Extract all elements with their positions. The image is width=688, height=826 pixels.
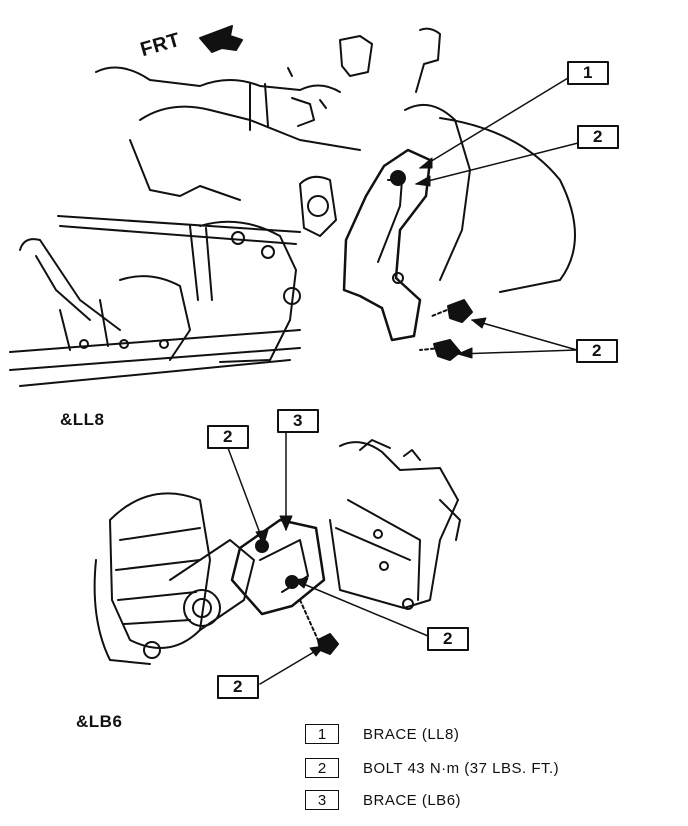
callout-number-3: 3 [293, 411, 303, 430]
section-label-ll8: &LL8 [60, 410, 105, 429]
legend-number: 1 [305, 724, 339, 744]
callout-number-2b: 2 [592, 341, 602, 360]
ll8-brace-shape [342, 148, 432, 342]
ll8-bolt-upper [390, 170, 406, 186]
callout-number-2e: 2 [233, 677, 243, 696]
callout-number-2a: 2 [593, 127, 603, 146]
callout-box-2d [427, 627, 469, 651]
front-arrow-icon [199, 25, 243, 53]
ll8-bolt-middle [392, 272, 404, 284]
legend-number: 2 [305, 758, 339, 778]
legend-row: 3 BRACE (LB6) [305, 788, 461, 812]
callout-box-3 [277, 409, 319, 433]
callout-box-1 [567, 61, 609, 85]
callout-number-2c: 2 [223, 427, 233, 446]
ll8-bolt-b [433, 339, 461, 361]
callout-box-2e [217, 675, 259, 699]
callout-number-1: 1 [583, 63, 593, 82]
lb6-brace-shape [230, 518, 326, 616]
callout-number-2d: 2 [443, 629, 453, 648]
legend-number: 3 [305, 790, 339, 810]
ll8-bolt-a [447, 299, 473, 323]
legend-text: BRACE (LL8) [363, 725, 460, 743]
legend-text: BOLT 43 N·m (37 LBS. FT.) [363, 759, 560, 777]
callout-box-2c [207, 425, 249, 449]
lb6-engine-illustration [93, 431, 461, 685]
section-label-lb6: &LB6 [76, 712, 123, 731]
callout-box-2b [576, 339, 618, 363]
legend-row: 1 BRACE (LL8) [305, 722, 459, 746]
lb6-bolt-loose [317, 633, 339, 655]
ll8-engine-illustration [9, 25, 583, 387]
legend-row: 2 BOLT 43 N·m (37 LBS. FT.) [305, 756, 559, 780]
callout-box-2a [577, 125, 619, 149]
lb6-pulley [183, 589, 221, 627]
legend-text: BRACE (LB6) [363, 791, 462, 809]
